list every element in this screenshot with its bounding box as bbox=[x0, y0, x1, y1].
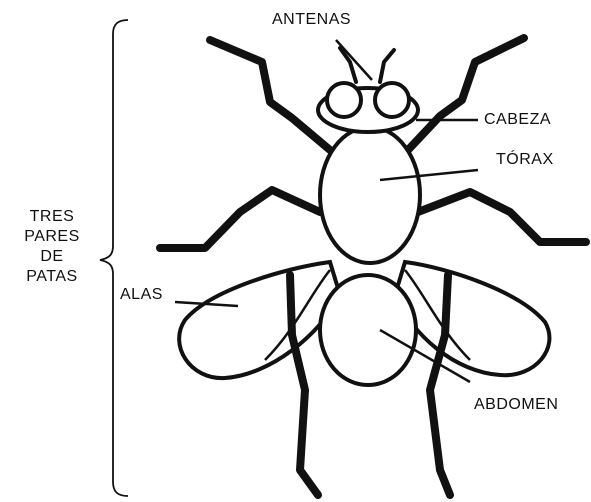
cabeza-label: CABEZA bbox=[484, 111, 551, 129]
legs-label-line-4: PATAS bbox=[14, 267, 90, 287]
thorax-shape bbox=[320, 127, 420, 263]
right-wing bbox=[395, 262, 549, 375]
left-wing bbox=[179, 262, 340, 378]
legs-label-line-3: DE bbox=[14, 247, 90, 267]
legs-label-line-1: TRES bbox=[14, 207, 90, 227]
fly-body bbox=[318, 83, 420, 385]
antenas-label: ANTENAS bbox=[272, 11, 351, 29]
legs-label-line-2: PARES bbox=[14, 227, 90, 247]
abdomen-shape bbox=[320, 275, 416, 385]
right-eye bbox=[375, 83, 409, 117]
abdomen-label: ABDOMEN bbox=[474, 396, 558, 414]
legs-brace bbox=[100, 20, 128, 496]
right-middle-leg bbox=[418, 192, 586, 242]
right-hind-leg bbox=[430, 275, 450, 495]
right-antenna bbox=[380, 50, 394, 82]
left-eye bbox=[327, 83, 361, 117]
right-front-leg bbox=[408, 38, 524, 150]
left-middle-leg bbox=[160, 190, 320, 248]
legs-label: TRES PARES DE PATAS bbox=[14, 207, 90, 287]
torax-label: TÓRAX bbox=[496, 151, 554, 169]
alas-label: ALAS bbox=[120, 286, 163, 304]
left-front-leg bbox=[210, 40, 330, 150]
